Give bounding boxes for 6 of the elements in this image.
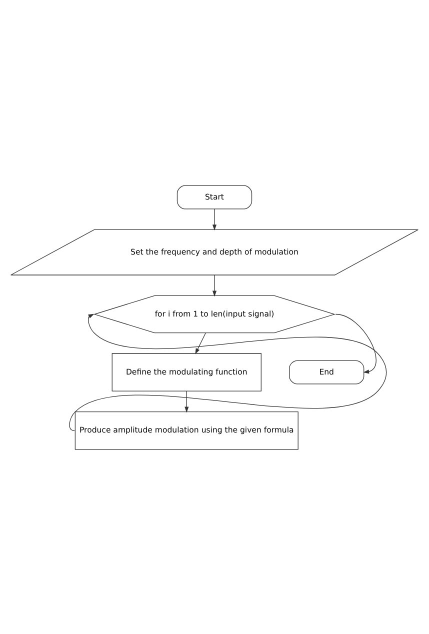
arrow <box>212 274 217 296</box>
arrow <box>335 313 376 374</box>
arrow <box>184 390 189 412</box>
arrow <box>212 208 217 230</box>
arrow <box>195 332 206 354</box>
arrow <box>69 313 387 430</box>
